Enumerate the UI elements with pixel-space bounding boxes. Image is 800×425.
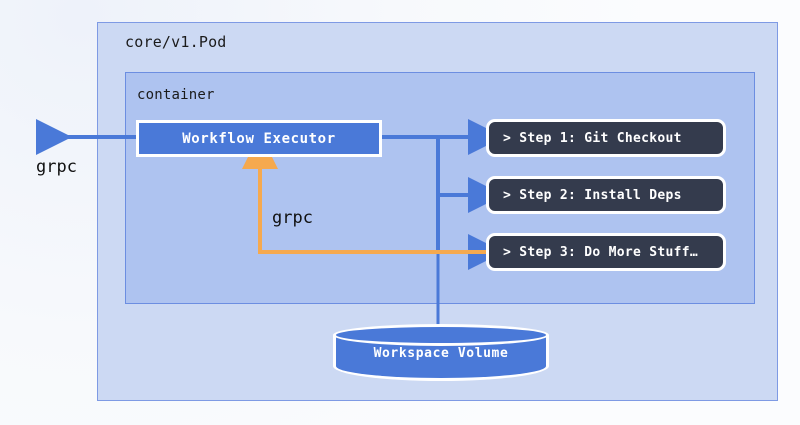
step-node-3[interactable]: > Step 3: Do More Stuff… (486, 233, 726, 271)
step-node-1[interactable]: > Step 1: Git Checkout (486, 119, 726, 157)
workspace-volume-node[interactable]: Workspace Volume (333, 324, 549, 382)
workflow-executor-label: Workflow Executor (182, 130, 336, 147)
workspace-volume-label: Workspace Volume (373, 346, 509, 361)
edge-label-step3-grpc: grpc (272, 208, 313, 228)
pod-label: core/v1.Pod (125, 33, 227, 51)
edge-label-external-grpc: grpc (36, 157, 77, 177)
wire-step3-grpc-callback (242, 133, 489, 254)
step-label-2: > Step 2: Install Deps (503, 187, 682, 203)
step-label-1: > Step 1: Git Checkout (503, 130, 682, 146)
workflow-executor-node[interactable]: Workflow Executor (136, 120, 382, 157)
step-node-2[interactable]: > Step 2: Install Deps (486, 176, 726, 214)
container-label: container (137, 87, 215, 103)
step-label-3: > Step 3: Do More Stuff… (503, 244, 699, 260)
cylinder-top-icon (333, 324, 549, 346)
